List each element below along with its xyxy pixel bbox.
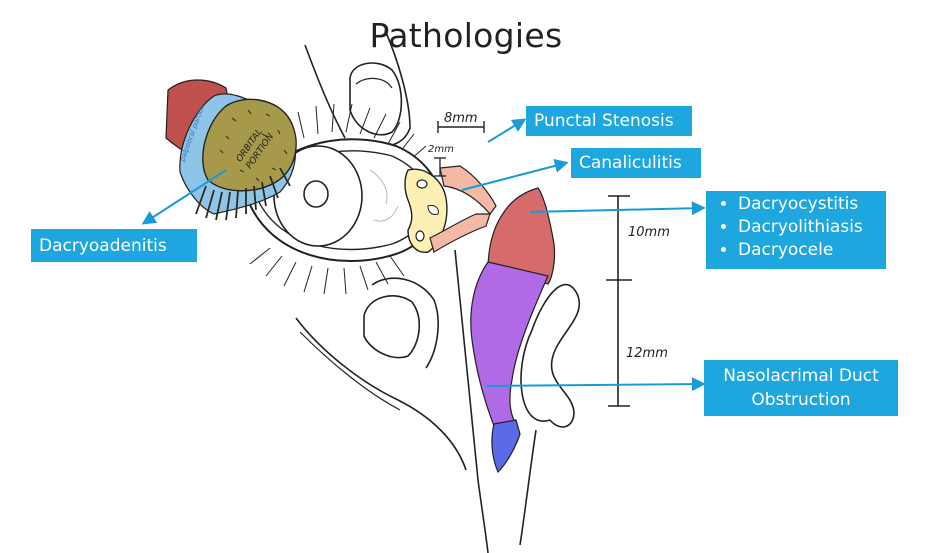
measurement-12mm-label: 12mm: [626, 346, 668, 361]
slide-title: Pathologies: [369, 16, 563, 55]
label-dacryoadenitis: Dacryoadenitis: [31, 229, 197, 262]
label-sac-pathologies: Dacryocystitis Dacryolithiasis Dacryocel…: [706, 191, 886, 269]
arrow-canaliculitis: [461, 159, 569, 191]
label-nld-obstruction: Nasolacrimal Duct Obstruction: [704, 360, 898, 416]
measurement-2mm-label: 2mm: [428, 144, 454, 155]
measurement-2mm: 2mm: [428, 144, 454, 177]
lacrimal-gland: [165, 79, 297, 221]
label-punctal-stenosis: Punctal Stenosis: [526, 106, 692, 136]
label-canaliculitis: Canaliculitis: [571, 148, 701, 178]
arrow-nld-obstruction: [485, 377, 706, 392]
caruncle: [404, 168, 448, 253]
nose-outline: [454, 249, 581, 553]
eye: [246, 138, 444, 262]
list-item-dacryocystitis: Dacryocystitis: [738, 193, 886, 216]
nld-obstruction-line2: Obstruction: [751, 390, 851, 410]
sac-pathologies-list: Dacryocystitis Dacryolithiasis Dacryocel…: [706, 191, 886, 262]
lower-finger: [295, 277, 467, 471]
measurement-sac-duct: 10mm 12mm: [606, 195, 670, 407]
arrow-punctal-stenosis: [487, 118, 527, 143]
measurement-8mm: 8mm: [437, 111, 485, 133]
canaliculi: [429, 165, 497, 253]
nld-obstruction-line1: Nasolacrimal Duct: [723, 366, 879, 386]
upper-finger: [304, 29, 411, 147]
list-item-dacryolithiasis: Dacryolithiasis: [738, 216, 886, 239]
measurement-8mm-label: 8mm: [444, 111, 478, 126]
nasolacrimal-duct: [470, 261, 549, 427]
list-item-dacryocele: Dacryocele: [738, 239, 886, 262]
measurement-10mm-label: 10mm: [628, 225, 670, 240]
arrow-sac-pathologies: [529, 201, 706, 216]
duct-outlet: [491, 419, 521, 474]
arrow-dacryoadenitis: [141, 169, 227, 225]
lower-eyelashes: [249, 247, 405, 295]
